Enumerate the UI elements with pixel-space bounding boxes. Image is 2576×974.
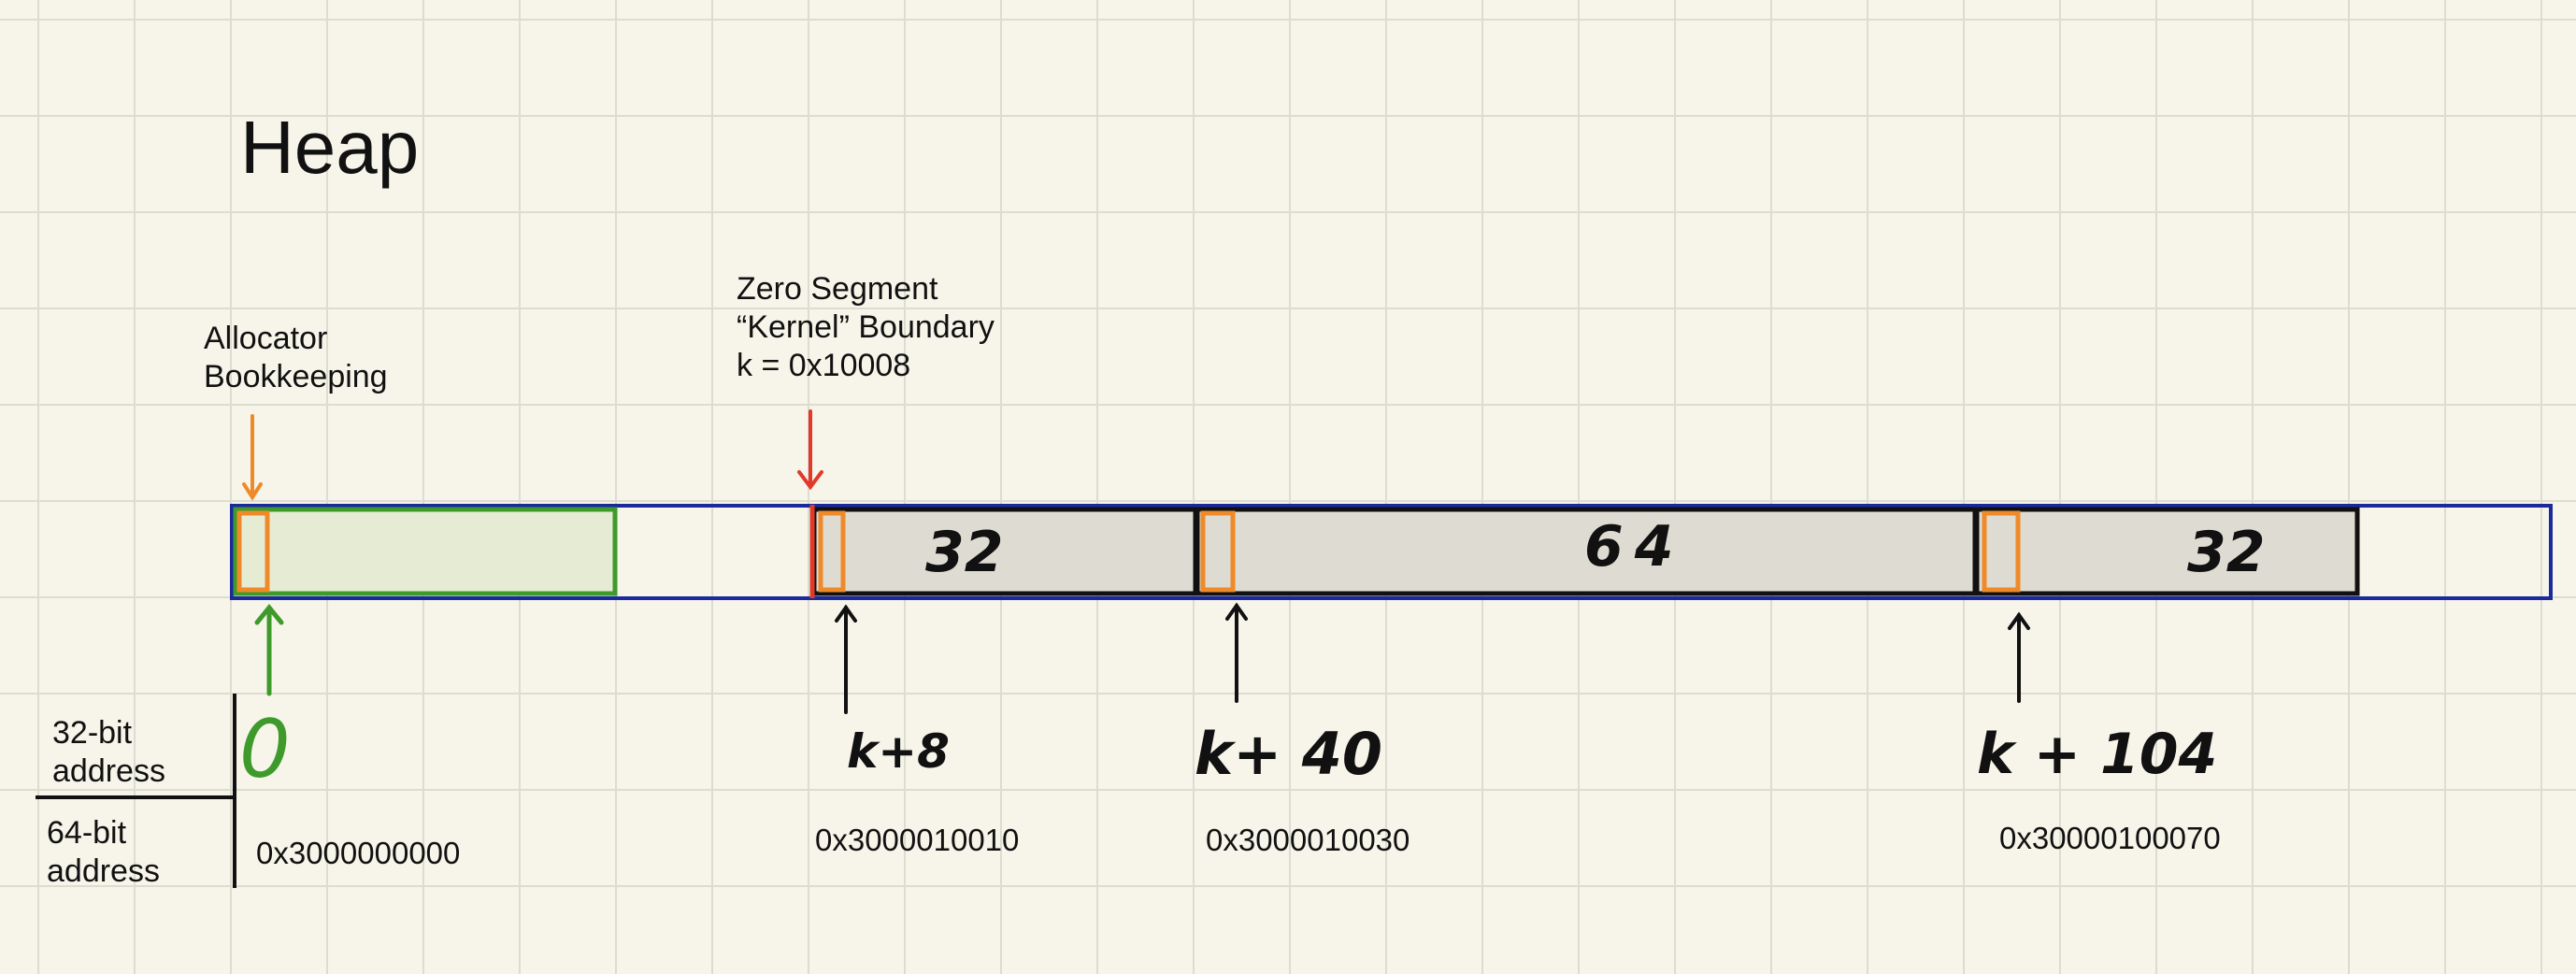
kernel-boundary-arrow [797,409,823,491]
pointer-0-label32: 0 [239,703,291,796]
heap-outline [230,504,2553,600]
free-region [233,507,618,596]
bookkeeping-header-3 [1982,510,2021,593]
block-2-size: 64 [1584,514,1685,580]
pointer-2-label32: k+ 40 [1195,720,1383,788]
pointer-2-label64: 0x3000010030 [1206,823,1410,857]
diagram-title: Heap [240,106,420,189]
pointer-3-label64: 0x30000100070 [1999,821,2221,855]
bookkeeping-header-2 [1200,510,1236,593]
pointer-3-label32: k + 104 [1977,722,2218,787]
block-1-size: 32 [925,520,1004,585]
address-legend-divider [36,694,236,888]
block-3-size: 32 [2187,520,2266,585]
bookkeeping-header-1 [818,510,846,593]
bookkeeping-arrow [242,414,263,501]
legend-64-bit: 64-bit address [47,815,160,889]
zero-segment-label-line2: “Kernel” Boundary [737,309,995,345]
pointer-1-label32: k+8 [847,724,950,779]
zero-segment-label-line3: k = 0x10008 [737,348,911,383]
pointer-2-arrow [1225,602,1248,703]
pointer-1-arrow [835,604,857,714]
legend-32-bit: 32-bit address [52,715,165,789]
block-1 [811,507,1198,596]
allocator-bookkeeping-label: Allocator Bookkeeping [204,321,388,394]
block-3 [1974,507,2360,596]
pointer-3-arrow [2008,611,2030,703]
pointer-1-label64: 0x3000010010 [815,823,1020,857]
pointer-0-label64: 0x3000000000 [256,836,461,870]
block-2 [1195,507,1978,596]
bookkeeping-header-0 [236,510,270,593]
zero-segment-label-line1: Zero Segment [737,271,938,307]
pointer-0-arrow [254,604,284,696]
